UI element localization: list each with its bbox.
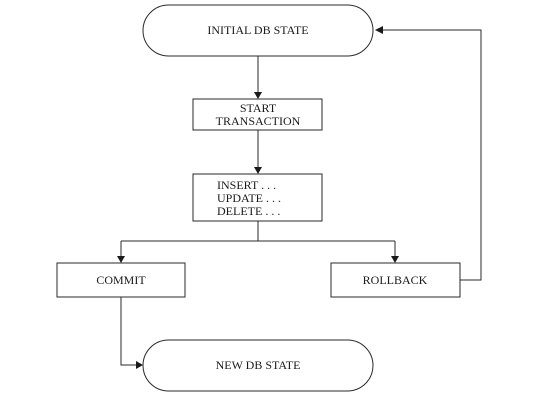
arrowhead-operations <box>254 167 262 174</box>
arrowhead-commit <box>117 256 125 263</box>
node-commit: COMMIT <box>56 262 186 298</box>
terminator-shape <box>142 339 374 392</box>
edge-rollback-to-initial <box>382 29 482 281</box>
node-label-line: TRANSACTION <box>216 114 301 128</box>
arrowhead-start <box>254 92 262 99</box>
node-label: INITIAL DB STATE <box>207 23 308 37</box>
process-shape <box>192 98 323 131</box>
node-label-line: DELETE . . . <box>217 204 280 218</box>
flowchart-edges <box>117 26 482 369</box>
process-shape <box>56 262 186 298</box>
node-label: COMMIT <box>96 273 146 287</box>
node-initial-db-state: INITIAL DB STATE <box>142 4 374 57</box>
process-shape <box>192 173 323 222</box>
node-label: NEW DB STATE <box>216 358 301 372</box>
arrowhead-rollback <box>391 256 399 263</box>
node-rollback: ROLLBACK <box>330 262 461 298</box>
process-shape <box>330 262 461 298</box>
node-operations: INSERT . . . UPDATE . . . DELETE . . . <box>192 173 323 222</box>
node-label-line: START <box>240 101 277 115</box>
node-label: ROLLBACK <box>363 273 428 287</box>
node-start-transaction: START TRANSACTION <box>192 98 323 131</box>
edge-commit-to-new-state <box>120 297 137 366</box>
arrowhead-initial <box>375 26 383 34</box>
node-new-db-state: NEW DB STATE <box>142 339 374 392</box>
terminator-shape <box>142 4 374 57</box>
arrowhead-new-state <box>136 361 143 369</box>
node-label-line: INSERT . . . <box>217 178 276 192</box>
node-label-line: UPDATE . . . <box>217 191 281 205</box>
